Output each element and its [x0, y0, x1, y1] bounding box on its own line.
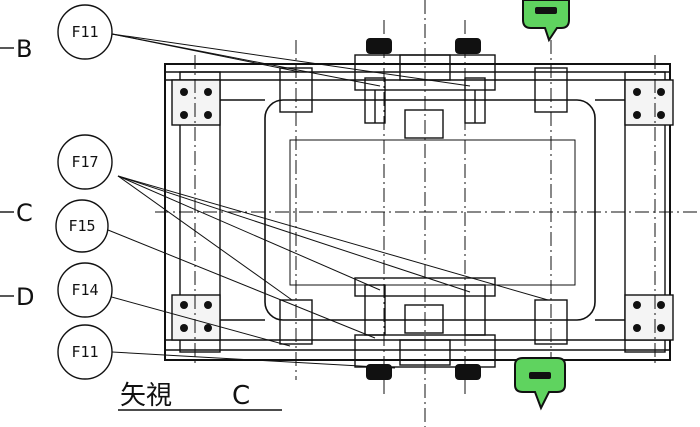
block-top-right — [624, 79, 674, 126]
callout-f11-bottom: F11 — [71, 343, 98, 361]
knob-top-right — [455, 38, 481, 54]
section-marker-c: C — [16, 199, 33, 227]
minus-icon — [529, 372, 551, 379]
minus-icon — [535, 7, 557, 14]
knob-top-left — [366, 38, 392, 54]
block-top-left — [171, 79, 221, 126]
section-marker-d: D — [16, 283, 34, 311]
callout-circle-f11-bottom — [57, 324, 113, 380]
section-marker-b: B — [16, 35, 32, 63]
inner-frame — [264, 99, 596, 321]
callout-circle-f15 — [55, 199, 109, 253]
top-green-marker[interactable] — [522, 0, 570, 43]
callout-circle-f11-top — [57, 4, 113, 60]
callout-circle-f14 — [57, 262, 113, 318]
view-title: 矢視 — [120, 381, 172, 411]
callout-circle-f17 — [57, 134, 113, 190]
block-bottom-right — [624, 294, 674, 341]
knob-bottom-left — [366, 364, 392, 380]
bottom-green-marker[interactable] — [514, 357, 566, 411]
callout-f14: F14 — [71, 281, 98, 299]
callout-f17: F17 — [71, 153, 98, 171]
callout-f11-top: F11 — [71, 23, 98, 41]
callout-f15: F15 — [68, 217, 95, 235]
block-bottom-left — [171, 294, 221, 341]
knob-bottom-right — [455, 364, 481, 380]
view-letter: C — [232, 381, 250, 411]
